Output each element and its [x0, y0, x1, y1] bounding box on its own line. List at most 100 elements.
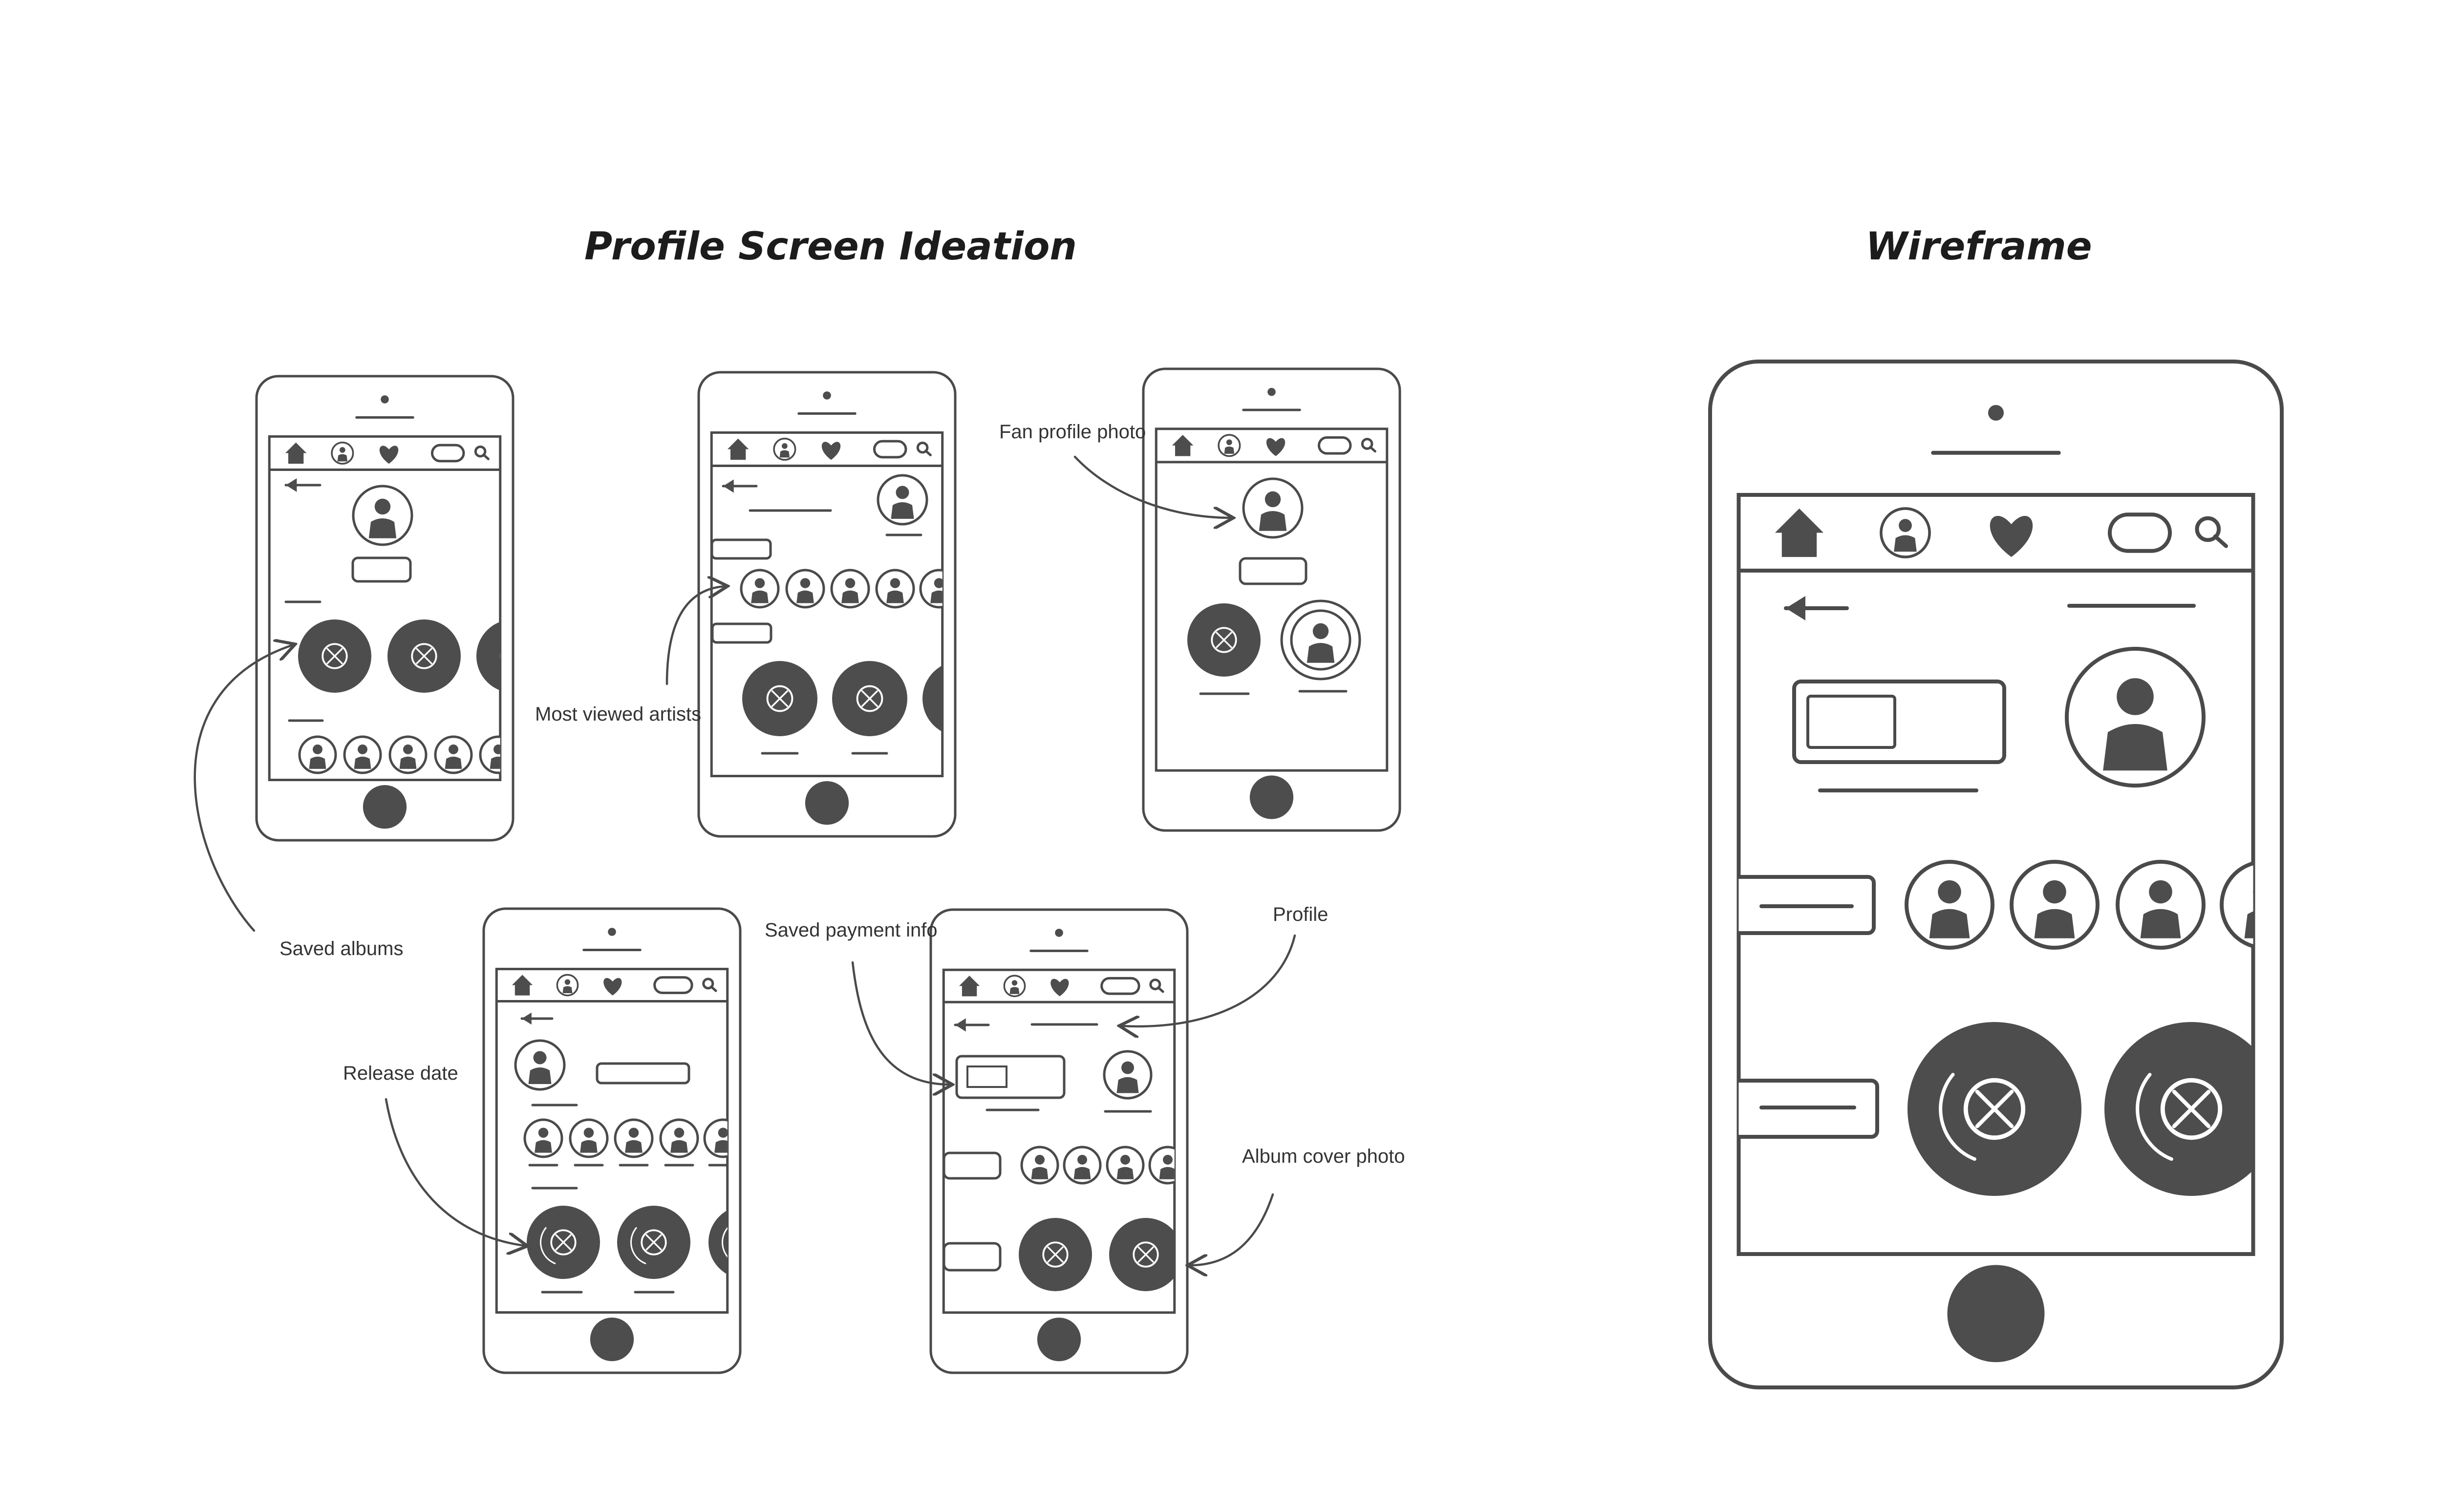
avatar-icon: [2220, 861, 2253, 948]
search-icon: [916, 441, 932, 456]
avatar-icon: [343, 735, 382, 774]
album-disc-icon: [1109, 1218, 1175, 1291]
avatar-icon: [2116, 860, 2206, 950]
back-arrow-icon: [520, 1012, 554, 1025]
most-viewed-artists-label: Most viewed artists: [535, 703, 702, 725]
profile-icon: [1003, 975, 1026, 998]
fan-profile-photo-label: Fan profile photo: [999, 421, 1146, 443]
album-disc-icon: [298, 619, 371, 693]
heart-icon: [1050, 979, 1069, 997]
camera-dot: [381, 395, 389, 404]
home-button: [1249, 775, 1294, 819]
avatar-icon: [388, 735, 428, 774]
profile-icon: [556, 974, 579, 997]
heart-icon: [379, 446, 399, 464]
camera-dot: [1988, 405, 2004, 421]
search-input: [430, 444, 465, 463]
camera-dot: [608, 928, 616, 936]
home-button: [363, 785, 407, 829]
avatar-icon: [2065, 647, 2206, 788]
camera-dot: [1055, 929, 1063, 937]
album-disc-icon: [1907, 1022, 2081, 1196]
saved-albums-label: Saved albums: [279, 938, 404, 959]
payment-card: [1792, 680, 2006, 764]
home-icon: [1172, 435, 1194, 456]
avatar-icon: [514, 1039, 566, 1091]
avatar-icon: [614, 1118, 654, 1158]
profile-label: Profile: [1273, 904, 1329, 925]
screen-content: [1738, 507, 2253, 1196]
search-input: [1317, 436, 1352, 455]
search-input: [873, 440, 907, 459]
profile-icon: [1218, 434, 1241, 457]
home-button: [1037, 1318, 1081, 1362]
payment-card: [955, 1055, 1066, 1099]
arrow-saved-albums: [193, 645, 293, 932]
avatar-icon: [1103, 1050, 1153, 1100]
heart-icon: [821, 442, 841, 460]
avatar-icon: [523, 1118, 563, 1158]
home-icon: [959, 976, 980, 997]
profile-name-box: [596, 1062, 690, 1085]
search-input: [2108, 512, 2172, 553]
screen-content: [943, 975, 1175, 1291]
avatar-icon: [875, 569, 915, 609]
wireframe-heading: Wireframe: [1865, 225, 2092, 269]
album-disc-icon: [708, 1210, 728, 1275]
section-tag: [943, 1151, 1002, 1180]
section-tag: [1738, 1079, 1879, 1139]
home-button: [805, 781, 849, 825]
back-arrow-icon: [1784, 596, 1849, 620]
album-disc-icon: [1187, 603, 1261, 677]
avatar-icon: [1290, 609, 1351, 671]
screen-content: [269, 441, 500, 774]
heart-icon: [1990, 516, 2033, 557]
avatar-icon: [1242, 477, 1304, 539]
back-arrow-icon: [722, 479, 758, 493]
ideation-heading: Profile Screen Ideation: [584, 225, 1077, 269]
album-disc-icon: [922, 665, 943, 732]
album-disc-icon: [617, 1206, 690, 1279]
arrow-profile: [1121, 934, 1296, 1026]
search-icon: [1149, 979, 1164, 993]
home-icon: [512, 975, 533, 996]
avatar-icon: [919, 569, 943, 609]
avatar-icon: [479, 735, 500, 774]
search-icon: [474, 445, 490, 460]
avatar-icon: [740, 569, 780, 609]
phone-sketch-5: [929, 908, 1189, 1374]
section-tag: [711, 538, 772, 560]
avatar-icon: [1905, 860, 1994, 950]
avatar-ring: [1280, 599, 1361, 681]
saved-payment-info-label: Saved payment info: [765, 919, 938, 941]
phone-sketch-4: [482, 907, 742, 1374]
avatar-icon: [1106, 1146, 1145, 1185]
phone-sketch-1: [255, 375, 514, 842]
search-icon: [702, 978, 717, 992]
profile-icon: [773, 437, 796, 461]
arrow-fan-profile-photo: [1073, 455, 1231, 518]
avatar-icon: [1020, 1146, 1059, 1185]
avatar-icon: [434, 735, 473, 774]
album-disc-icon: [387, 619, 461, 693]
arrow-release-date: [385, 1098, 525, 1246]
arrow-saved-payment-info: [851, 961, 950, 1085]
home-icon: [727, 438, 749, 460]
camera-dot: [823, 391, 831, 400]
avatar-icon: [659, 1118, 699, 1158]
home-button: [1947, 1265, 2045, 1363]
screen-content: [496, 974, 728, 1294]
album-disc-icon: [1019, 1218, 1092, 1291]
avatar-icon: [298, 735, 337, 774]
back-arrow-icon: [284, 478, 321, 492]
home-icon: [1775, 508, 1824, 557]
section-tag: [943, 1242, 1002, 1272]
profile-icon: [331, 441, 354, 465]
avatar-icon: [703, 1118, 728, 1158]
search-input: [653, 976, 693, 994]
avatar-icon: [830, 569, 870, 609]
release-date-label: Release date: [343, 1063, 458, 1084]
section-tag: [1738, 875, 1876, 935]
